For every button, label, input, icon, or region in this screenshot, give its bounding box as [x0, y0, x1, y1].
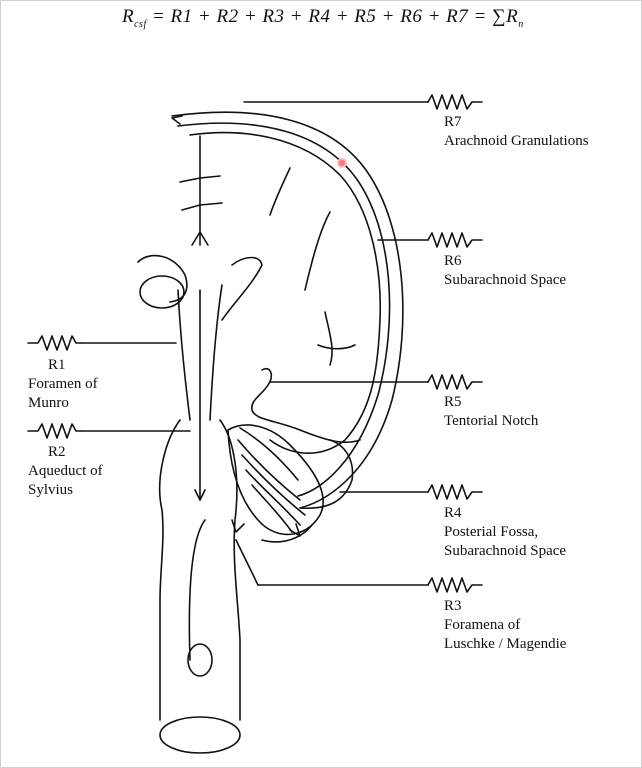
label-r3-name-1: Foramena of: [444, 617, 521, 633]
eq-sum-term: R: [506, 6, 519, 27]
leader-r3-diag: [235, 539, 259, 586]
resistor-symbol-r5: [427, 374, 483, 390]
label-r4-name-1: Posterial Fossa,: [444, 524, 539, 540]
pointer-cursor: [337, 158, 347, 168]
cerebellum-folia-5: [239, 427, 299, 481]
label-r5-name-1: Tentorial Notch: [444, 413, 539, 429]
sulcus-branch-2: [199, 175, 221, 179]
tentorial-loop: [251, 367, 361, 444]
label-r1: R1 Foramen of Munro: [28, 356, 98, 413]
label-r4-id: R4: [444, 505, 462, 521]
eq-term-5: R5: [354, 6, 377, 27]
label-r3-id: R3: [444, 598, 462, 614]
resistor-symbol-r3: [427, 577, 483, 593]
third-ventricle-right: [209, 284, 223, 421]
inner-meninges-arc: [177, 122, 391, 497]
label-r6: R6 Subarachnoid Space: [444, 252, 566, 290]
eq-sum-sub: n: [518, 18, 524, 30]
arachnoid-arrow: [171, 115, 183, 125]
eq-lhs: R: [122, 6, 135, 27]
sulcus-base: [191, 231, 209, 246]
resistor-symbol-r7: [427, 94, 483, 110]
eq-lhs-sub: csf: [134, 18, 147, 30]
label-r3-name-2: Luschke / Magendie: [444, 636, 567, 652]
label-r2-name-2: Sylvius: [28, 482, 74, 498]
label-r6-name-1: Subarachnoid Space: [444, 272, 567, 288]
sulcus-branch-4: [199, 202, 223, 206]
label-r5-id: R5: [444, 394, 462, 410]
gyrus-1: [269, 167, 291, 216]
label-r7-name-1: Arachnoid Granulations: [444, 133, 589, 149]
posterior-fossa-arc: [299, 439, 354, 510]
lateral-ventricle-left: [137, 254, 188, 303]
eq-term-7: R7: [446, 6, 469, 27]
label-r7: R7 Arachnoid Granulations: [444, 113, 589, 151]
label-r1-id: R1: [48, 357, 66, 373]
flow-arrow-lower: [231, 519, 245, 533]
label-r4: R4 Posterial Fossa, Subarachnoid Space: [444, 504, 566, 561]
resistor-symbol-r1: [27, 335, 81, 351]
posterior-fossa-flow: [261, 524, 313, 543]
label-r2-id: R2: [48, 444, 66, 460]
gyrus-4: [317, 344, 356, 350]
resistor-symbol-r2: [27, 423, 81, 439]
cortex-outline: [189, 131, 382, 454]
eq-sum-symbol: ∑: [492, 6, 507, 27]
label-r6-id: R6: [444, 253, 462, 269]
cerebellum-folia-2: [241, 454, 306, 516]
central-flow-arrow: [194, 489, 206, 501]
central-canal: [187, 643, 213, 677]
spinal-cord-end: [159, 716, 241, 754]
resistor-symbol-r4: [427, 484, 483, 500]
resistor-symbol-r6: [427, 232, 483, 248]
eq-term-2: R2: [216, 6, 239, 27]
cerebellum-folia-1: [237, 439, 301, 501]
label-r1-name-1: Foramen of: [28, 376, 98, 392]
sulcus-branch-3: [181, 204, 201, 211]
label-r5: R5 Tentorial Notch: [444, 393, 538, 431]
eq-term-6: R6: [400, 6, 423, 27]
label-r2-name-1: Aqueduct of: [28, 463, 103, 479]
eq-term-4: R4: [308, 6, 331, 27]
sulcus-branch-1: [179, 177, 201, 183]
label-r4-name-2: Subarachnoid Space: [444, 543, 567, 559]
lateral-ventricle-body: [139, 275, 185, 309]
csf-resistance-equation: Rcsf = R1 + R2 + R3 + R4 + R5 + R6 + R7 …: [122, 6, 524, 30]
eq-term-3: R3: [262, 6, 285, 27]
lateral-ventricle-right: [221, 256, 263, 321]
cerebellum-outline: [227, 424, 324, 536]
flow-arrow-fossa: [289, 523, 301, 537]
cerebellum-folia-3: [245, 469, 301, 526]
label-r2: R2 Aqueduct of Sylvius: [28, 443, 103, 500]
label-r3: R3 Foramena of Luschke / Magendie: [444, 597, 566, 654]
brainstem-left: [158, 419, 181, 721]
gyrus-3: [324, 311, 333, 366]
third-ventricle-left: [177, 289, 191, 421]
label-r1-name-2: Munro: [28, 395, 69, 411]
brainstem-inner: [188, 519, 206, 661]
outer-meninges-arc: [171, 111, 404, 509]
eq-term-1: R1: [170, 6, 193, 27]
label-r7-id: R7: [444, 114, 462, 130]
cerebellum-folia-4: [251, 484, 293, 533]
brainstem-right: [219, 419, 241, 721]
gyrus-2: [304, 211, 331, 291]
